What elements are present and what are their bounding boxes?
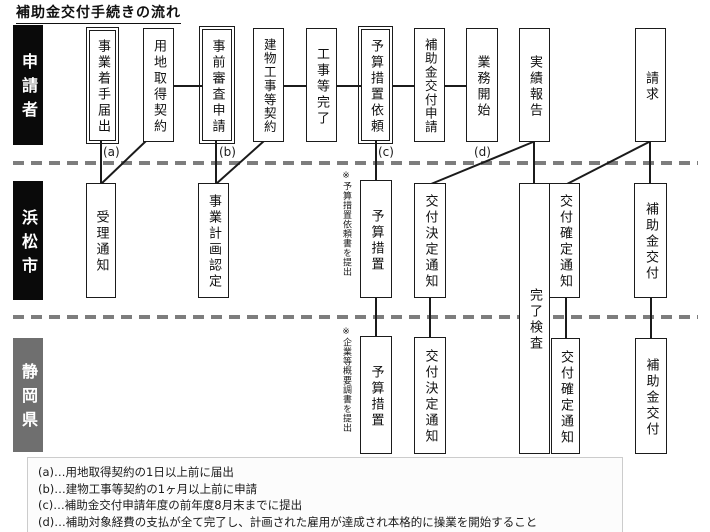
annotation-d: (d) xyxy=(474,145,491,159)
footnote-d: (d)…補助対象経費の支払が全て完了し、計画された雇用が達成され本格的に操業を開… xyxy=(38,514,538,529)
lane-separator-lines xyxy=(13,161,698,319)
step-label: 交付確定通知 xyxy=(557,194,572,290)
step-grant-decision-notice-city: 交付決定通知 xyxy=(414,183,446,298)
step-grant-confirmation-notice-city: 交付確定通知 xyxy=(549,183,580,298)
step-label: 完了検査 xyxy=(527,288,542,352)
step-label: 交付決定通知 xyxy=(422,194,438,290)
sidenote-budget-request-doc: ※予算措置依頼書を提出 xyxy=(341,171,351,277)
step-subsidy-payment-pref: 補助金交付 xyxy=(635,338,667,454)
step-building-construction-contract: 建物工事等契約 xyxy=(253,28,284,142)
step-label: 請求 xyxy=(643,70,658,103)
step-budget-measure-pref: 予算措置 xyxy=(360,336,392,454)
step-grant-decision-notice-pref: 交付決定通知 xyxy=(414,337,446,454)
annotation-a: (a) xyxy=(103,145,120,159)
step-construction-completed: 工事等完了 xyxy=(306,28,337,142)
footnote-b: (b)…建物工事等契約の1ヶ月以上前に申請 xyxy=(38,481,258,496)
step-label: 予算措置 xyxy=(368,364,384,429)
flow-connectors xyxy=(100,85,652,340)
step-label: 工事等完了 xyxy=(314,46,329,127)
step-label: 受理通知 xyxy=(93,210,109,274)
step-label: 予算措置 xyxy=(368,208,384,273)
step-preliminary-review-application: 事前審査申請 xyxy=(199,26,235,144)
lane-label-hamamatsu-city: 浜松市 xyxy=(13,181,43,300)
lane-label-applicant: 申請者 xyxy=(13,25,43,145)
step-label: 用地取得契約 xyxy=(151,38,166,135)
step-business-start: 業務開始 xyxy=(466,28,498,142)
step-payment-request: 請求 xyxy=(635,28,666,142)
step-label: 交付決定通知 xyxy=(422,349,438,445)
step-label: 事業計画認定 xyxy=(206,194,221,290)
lane-label-applicant-text: 申請者 xyxy=(19,53,38,125)
step-budget-measure-request: 予算措置依頼 xyxy=(358,26,393,144)
step-subsidy-grant-application: 補助金交付申請 xyxy=(414,28,445,142)
step-label: 業務開始 xyxy=(474,54,490,119)
step-business-plan-approval-city: 事業計画認定 xyxy=(198,183,229,298)
step-label: 実績報告 xyxy=(527,54,542,119)
footnote-a: (a)…用地取得契約の1日以上前に届出 xyxy=(38,465,234,479)
step-grant-confirmation-notice-pref: 交付確定通知 xyxy=(551,338,580,454)
lane-label-shizuoka-pref: 静岡県 xyxy=(13,338,43,452)
step-receipt-notice-city: 受理通知 xyxy=(86,183,116,298)
step-label: 予算措置依頼 xyxy=(368,38,383,135)
footnote-c: (c)…補助金交付申請年度の前年度8月末までに提出 xyxy=(38,498,303,512)
step-performance-report: 実績報告 xyxy=(519,28,550,142)
step-label: 補助金交付申請 xyxy=(422,37,438,134)
step-land-acquisition-contract: 用地取得契約 xyxy=(143,28,174,142)
annotation-c: (c) xyxy=(378,145,394,159)
step-label: 交付確定通知 xyxy=(558,349,573,446)
step-label: 建物工事等契約 xyxy=(261,37,277,134)
sidenote-company-overview-doc: ※企業等概要調書を提出 xyxy=(341,327,351,433)
lane-label-shizuoka-pref-text: 静岡県 xyxy=(19,363,38,435)
step-label: 事前審査申請 xyxy=(209,38,225,135)
lane-label-hamamatsu-city-text: 浜松市 xyxy=(19,208,38,281)
page-title: 補助金交付手続きの流れ xyxy=(16,2,181,24)
step-budget-measure-city: 予算措置 xyxy=(360,180,392,298)
annotation-b: (b) xyxy=(219,145,236,159)
step-label: 事業着手届出 xyxy=(95,39,110,135)
step-label: 補助金交付 xyxy=(643,202,658,282)
step-project-start-report: 事業着手届出 xyxy=(86,27,119,144)
step-completion-inspection: 完了検査 xyxy=(519,183,550,454)
step-label: 補助金交付 xyxy=(643,357,659,438)
footnotes-panel: (a)…用地取得契約の1日以上前に届出 (b)…建物工事等契約の1ヶ月以上前に申… xyxy=(27,457,623,532)
step-subsidy-payment-city: 補助金交付 xyxy=(634,183,667,298)
